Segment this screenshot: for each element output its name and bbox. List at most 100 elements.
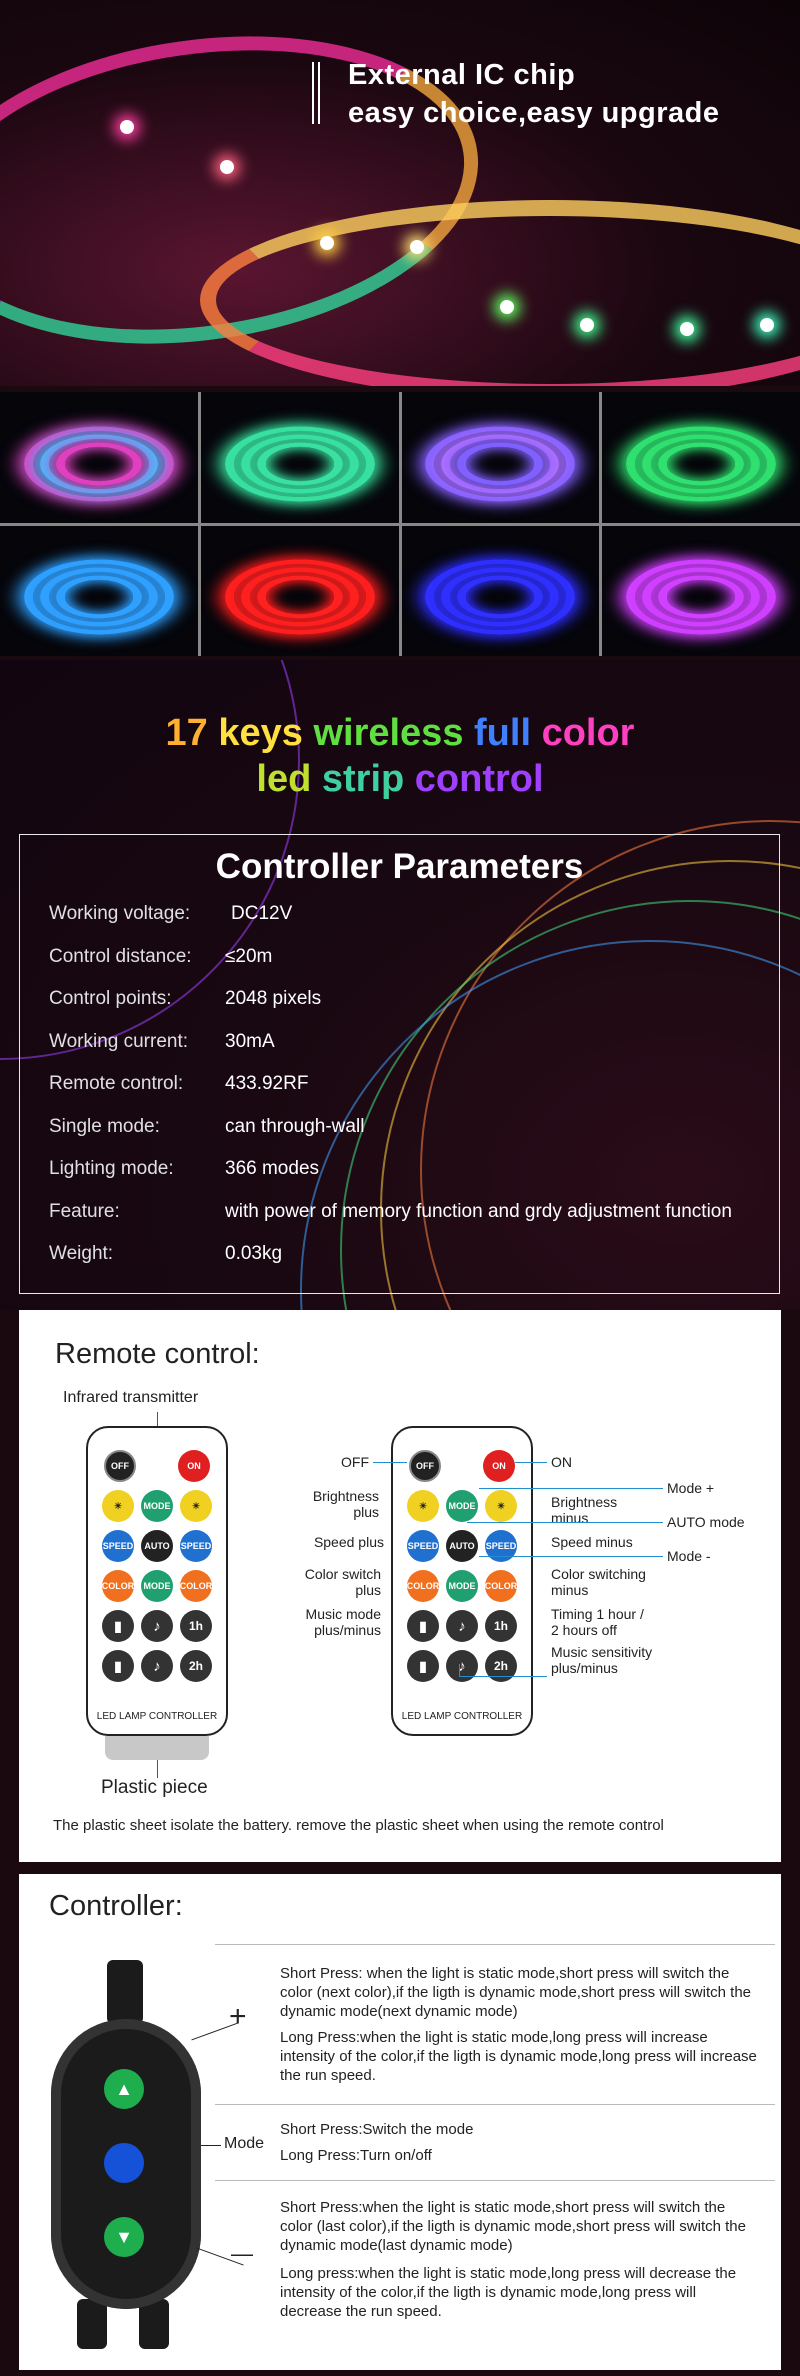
music-note-button[interactable]: ♪ xyxy=(446,1650,478,1682)
param-value: 30mA xyxy=(225,1030,275,1052)
mode-minus-button[interactable]: MODE xyxy=(446,1570,478,1602)
brightness-plus-button[interactable]: ☀ xyxy=(102,1490,134,1522)
music-mode-button[interactable]: ▮ xyxy=(102,1650,134,1682)
minus-button[interactable]: ▼ xyxy=(104,2217,144,2257)
hero-banner: External IC chip easy choice,easy upgrad… xyxy=(0,0,800,386)
param-value: 433.92RF xyxy=(225,1073,309,1094)
music-mode-button[interactable]: ▮ xyxy=(407,1650,439,1682)
auto-button[interactable]: AUTO xyxy=(141,1530,173,1562)
controller-parameters-panel: Controller Parameters Working voltage:DC… xyxy=(19,834,780,1294)
speed-plus-button[interactable]: SPEED xyxy=(102,1530,134,1562)
minus-symbol: — xyxy=(231,2241,253,2266)
mode-plus-button[interactable]: MODE xyxy=(141,1490,173,1522)
music-mode-button[interactable]: ▮ xyxy=(102,1610,134,1642)
timer-2h-button[interactable]: 2h xyxy=(180,1650,212,1682)
on-button[interactable]: ON xyxy=(178,1450,210,1482)
remote-front: OFF ON ☀ MODE ☀ SPEED AUTO SPEED COLOR M… xyxy=(86,1426,228,1736)
strip-color-tile xyxy=(200,525,399,656)
speed-plus-button[interactable]: SPEED xyxy=(407,1530,439,1562)
color-plus-button[interactable]: COLOR xyxy=(407,1570,439,1602)
remote-annotated: OFF ON ☀ MODE ☀ SPEED AUTO SPEED COLOR M… xyxy=(391,1426,533,1736)
timer-1h-button[interactable]: 1h xyxy=(485,1610,517,1642)
music-note-button[interactable]: ♪ xyxy=(141,1610,173,1642)
callout-music-sensitivity: Music sensitivity plus/minus xyxy=(551,1644,653,1676)
brightness-plus-button[interactable]: ☀ xyxy=(407,1490,439,1522)
off-button[interactable]: OFF xyxy=(104,1450,136,1482)
hero-title-line1: External IC chip xyxy=(348,59,576,91)
music-note-button[interactable]: ♪ xyxy=(446,1610,478,1642)
param-label: Lighting mode: xyxy=(49,1158,174,1179)
brightness-minus-button[interactable]: ☀ xyxy=(180,1490,212,1522)
led-light xyxy=(760,318,774,332)
headline-word: full xyxy=(474,712,542,754)
timer-1h-button[interactable]: 1h xyxy=(180,1610,212,1642)
param-row: Feature:with power of memory function an… xyxy=(49,1201,732,1225)
leader-line xyxy=(479,1556,663,1557)
infrared-label: Infrared transmitter xyxy=(63,1389,199,1406)
on-button[interactable]: ON xyxy=(483,1450,515,1482)
leader-line xyxy=(373,1462,407,1463)
plus-button[interactable]: ▲ xyxy=(104,2069,144,2109)
param-value: ≤20m xyxy=(225,945,273,967)
music-mode-button[interactable]: ▮ xyxy=(407,1610,439,1642)
param-label: Weight: xyxy=(49,1243,114,1264)
hero-title-line2: easy choice,easy upgrade xyxy=(348,97,720,129)
headline-word: 17 xyxy=(165,712,219,754)
brightness-minus-button[interactable]: ☀ xyxy=(485,1490,517,1522)
leader-line xyxy=(157,1760,158,1778)
mode-plus-button[interactable]: MODE xyxy=(446,1490,478,1522)
minus-short-press: Short Press:when the light is static mod… xyxy=(280,2199,746,2254)
speed-minus-button[interactable]: SPEED xyxy=(485,1530,517,1562)
callout-music-mode: Music mode plus/minus xyxy=(305,1606,381,1638)
param-label: Control points: xyxy=(49,988,172,1009)
leader-line xyxy=(459,1676,547,1677)
mode-short-press: Short Press:Switch the mode xyxy=(280,2121,474,2138)
hero-title: External IC chip easy choice,easy upgrad… xyxy=(348,56,719,132)
callout-color-plus: Color switch plus xyxy=(304,1566,381,1598)
color-minus-button[interactable]: COLOR xyxy=(180,1570,212,1602)
led-coil xyxy=(658,442,745,486)
mode-long-press: Long Press:Turn on/off xyxy=(280,2147,432,2164)
strip-color-tile xyxy=(401,525,600,656)
music-note-button[interactable]: ♪ xyxy=(141,1650,173,1682)
mode-button[interactable] xyxy=(104,2143,144,2183)
mode-minus-button[interactable]: MODE xyxy=(141,1570,173,1602)
params-title: Controller Parameters xyxy=(215,847,584,886)
led-light xyxy=(410,240,424,254)
color-strip-gallery xyxy=(0,392,800,656)
auto-button[interactable]: AUTO xyxy=(446,1530,478,1562)
callout-mode-plus: Mode + xyxy=(667,1480,715,1496)
speed-minus-button[interactable]: SPEED xyxy=(180,1530,212,1562)
callout-timing: Timing 1 hour / 2 hours off xyxy=(551,1606,644,1638)
callout-mode-minus: Mode - xyxy=(667,1548,711,1564)
remote-heading: Remote control: xyxy=(55,1338,260,1370)
param-label: Single mode: xyxy=(49,1115,160,1137)
plus-short-press: Short Press: when the light is static mo… xyxy=(280,1965,752,2020)
led-light xyxy=(680,322,694,336)
color-plus-button[interactable]: COLOR xyxy=(102,1570,134,1602)
led-coil xyxy=(55,442,142,486)
off-button[interactable]: OFF xyxy=(409,1450,441,1482)
remote-brand-label: LED LAMP CONTROLLER xyxy=(96,1711,218,1722)
divider xyxy=(215,1944,775,1945)
param-row: Lighting mode:366 modes xyxy=(49,1158,319,1182)
callout-speed-minus: Speed minus xyxy=(551,1534,633,1550)
plus-long-press: Long Press:when the light is static mode… xyxy=(280,2029,757,2084)
controller-section: Controller: ▲ ▼ + Mode — Short Press: wh… xyxy=(19,1874,781,2370)
feature-headline-line1: 17 keys wireless full color xyxy=(0,710,800,756)
feature-headline-line2: led strip control xyxy=(0,756,800,802)
strip-color-tile xyxy=(401,392,600,523)
param-row: Control points: 2048 pixels xyxy=(49,988,321,1012)
callout-on: ON xyxy=(551,1454,572,1470)
minus-long-press: Long press:when the light is static mode… xyxy=(280,2265,737,2320)
param-value: 2048 pixels xyxy=(225,988,322,1009)
leader-line xyxy=(515,1462,547,1463)
feature-banner xyxy=(0,660,800,1310)
plastic-piece xyxy=(105,1736,209,1760)
led-coil xyxy=(457,442,544,486)
timer-2h-button[interactable]: 2h xyxy=(485,1650,517,1682)
strip-color-tile xyxy=(200,392,399,523)
param-row: Working current:30mA xyxy=(49,1031,275,1055)
color-minus-button[interactable]: COLOR xyxy=(485,1570,517,1602)
